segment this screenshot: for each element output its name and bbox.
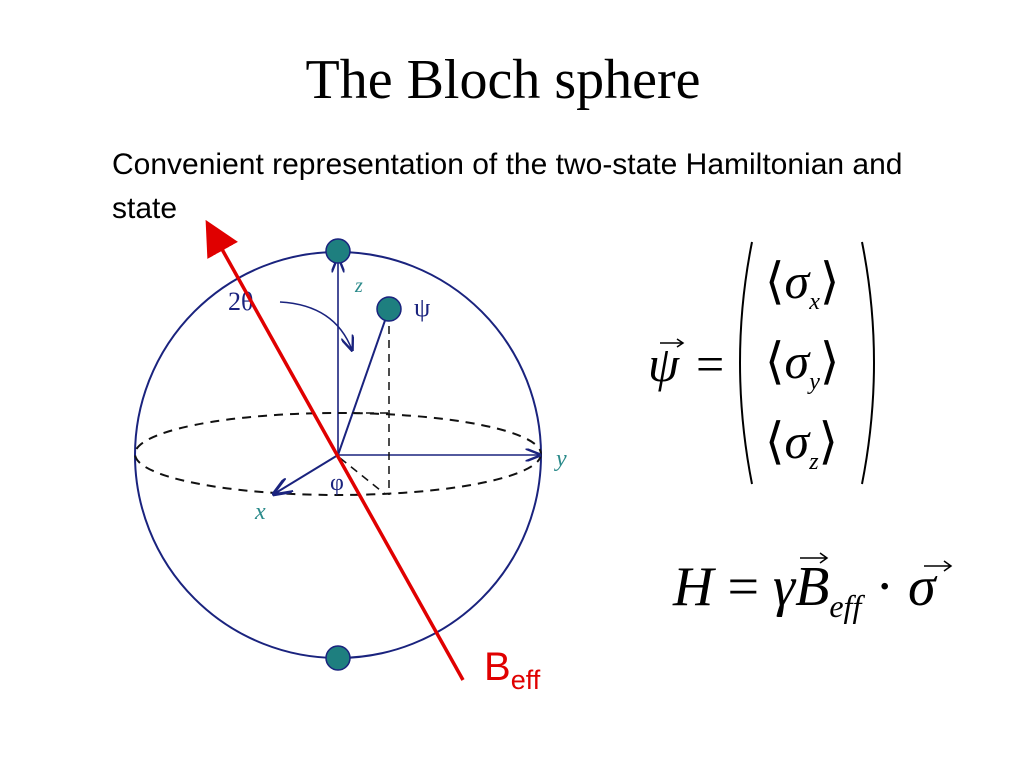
- matrix-entry-y: ⟨σy⟩: [765, 333, 840, 395]
- sigma-vector-arrow: [924, 560, 953, 572]
- label-phi: φ: [330, 470, 344, 496]
- beff-field-line: [205, 219, 465, 681]
- label-z: z: [354, 275, 363, 297]
- b-vector-arrow: [800, 552, 829, 564]
- slide-subtitle: Convenient representation of the two-sta…: [112, 148, 903, 225]
- beff-label: Beff: [484, 645, 541, 695]
- phi-projection: [339, 457, 386, 495]
- matrix-entry-z: ⟨σz⟩: [765, 413, 839, 475]
- hamiltonian-equation: H = γBeff · σ: [673, 556, 936, 625]
- psi-vector: [337, 308, 390, 456]
- matrix-right-bracket: [861, 241, 875, 485]
- south-pole-dot: [325, 645, 351, 671]
- matrix-entry-x: ⟨σx⟩: [765, 253, 840, 315]
- theta-arc-arrow: [279, 301, 352, 350]
- slide-title: The Bloch sphere: [305, 49, 701, 111]
- psi-equals: =: [696, 336, 725, 392]
- psi-vector-arrow: [660, 338, 685, 348]
- label-psi: ψ: [414, 293, 430, 322]
- psi-dot: [376, 296, 402, 322]
- matrix-left-bracket: [739, 241, 753, 485]
- label-y: y: [554, 446, 567, 472]
- x-axis: [274, 454, 339, 494]
- label-2theta: 2θ: [228, 287, 253, 316]
- psi-lhs: ψ: [648, 336, 680, 392]
- north-pole-dot: [325, 238, 351, 264]
- label-x: x: [254, 499, 266, 525]
